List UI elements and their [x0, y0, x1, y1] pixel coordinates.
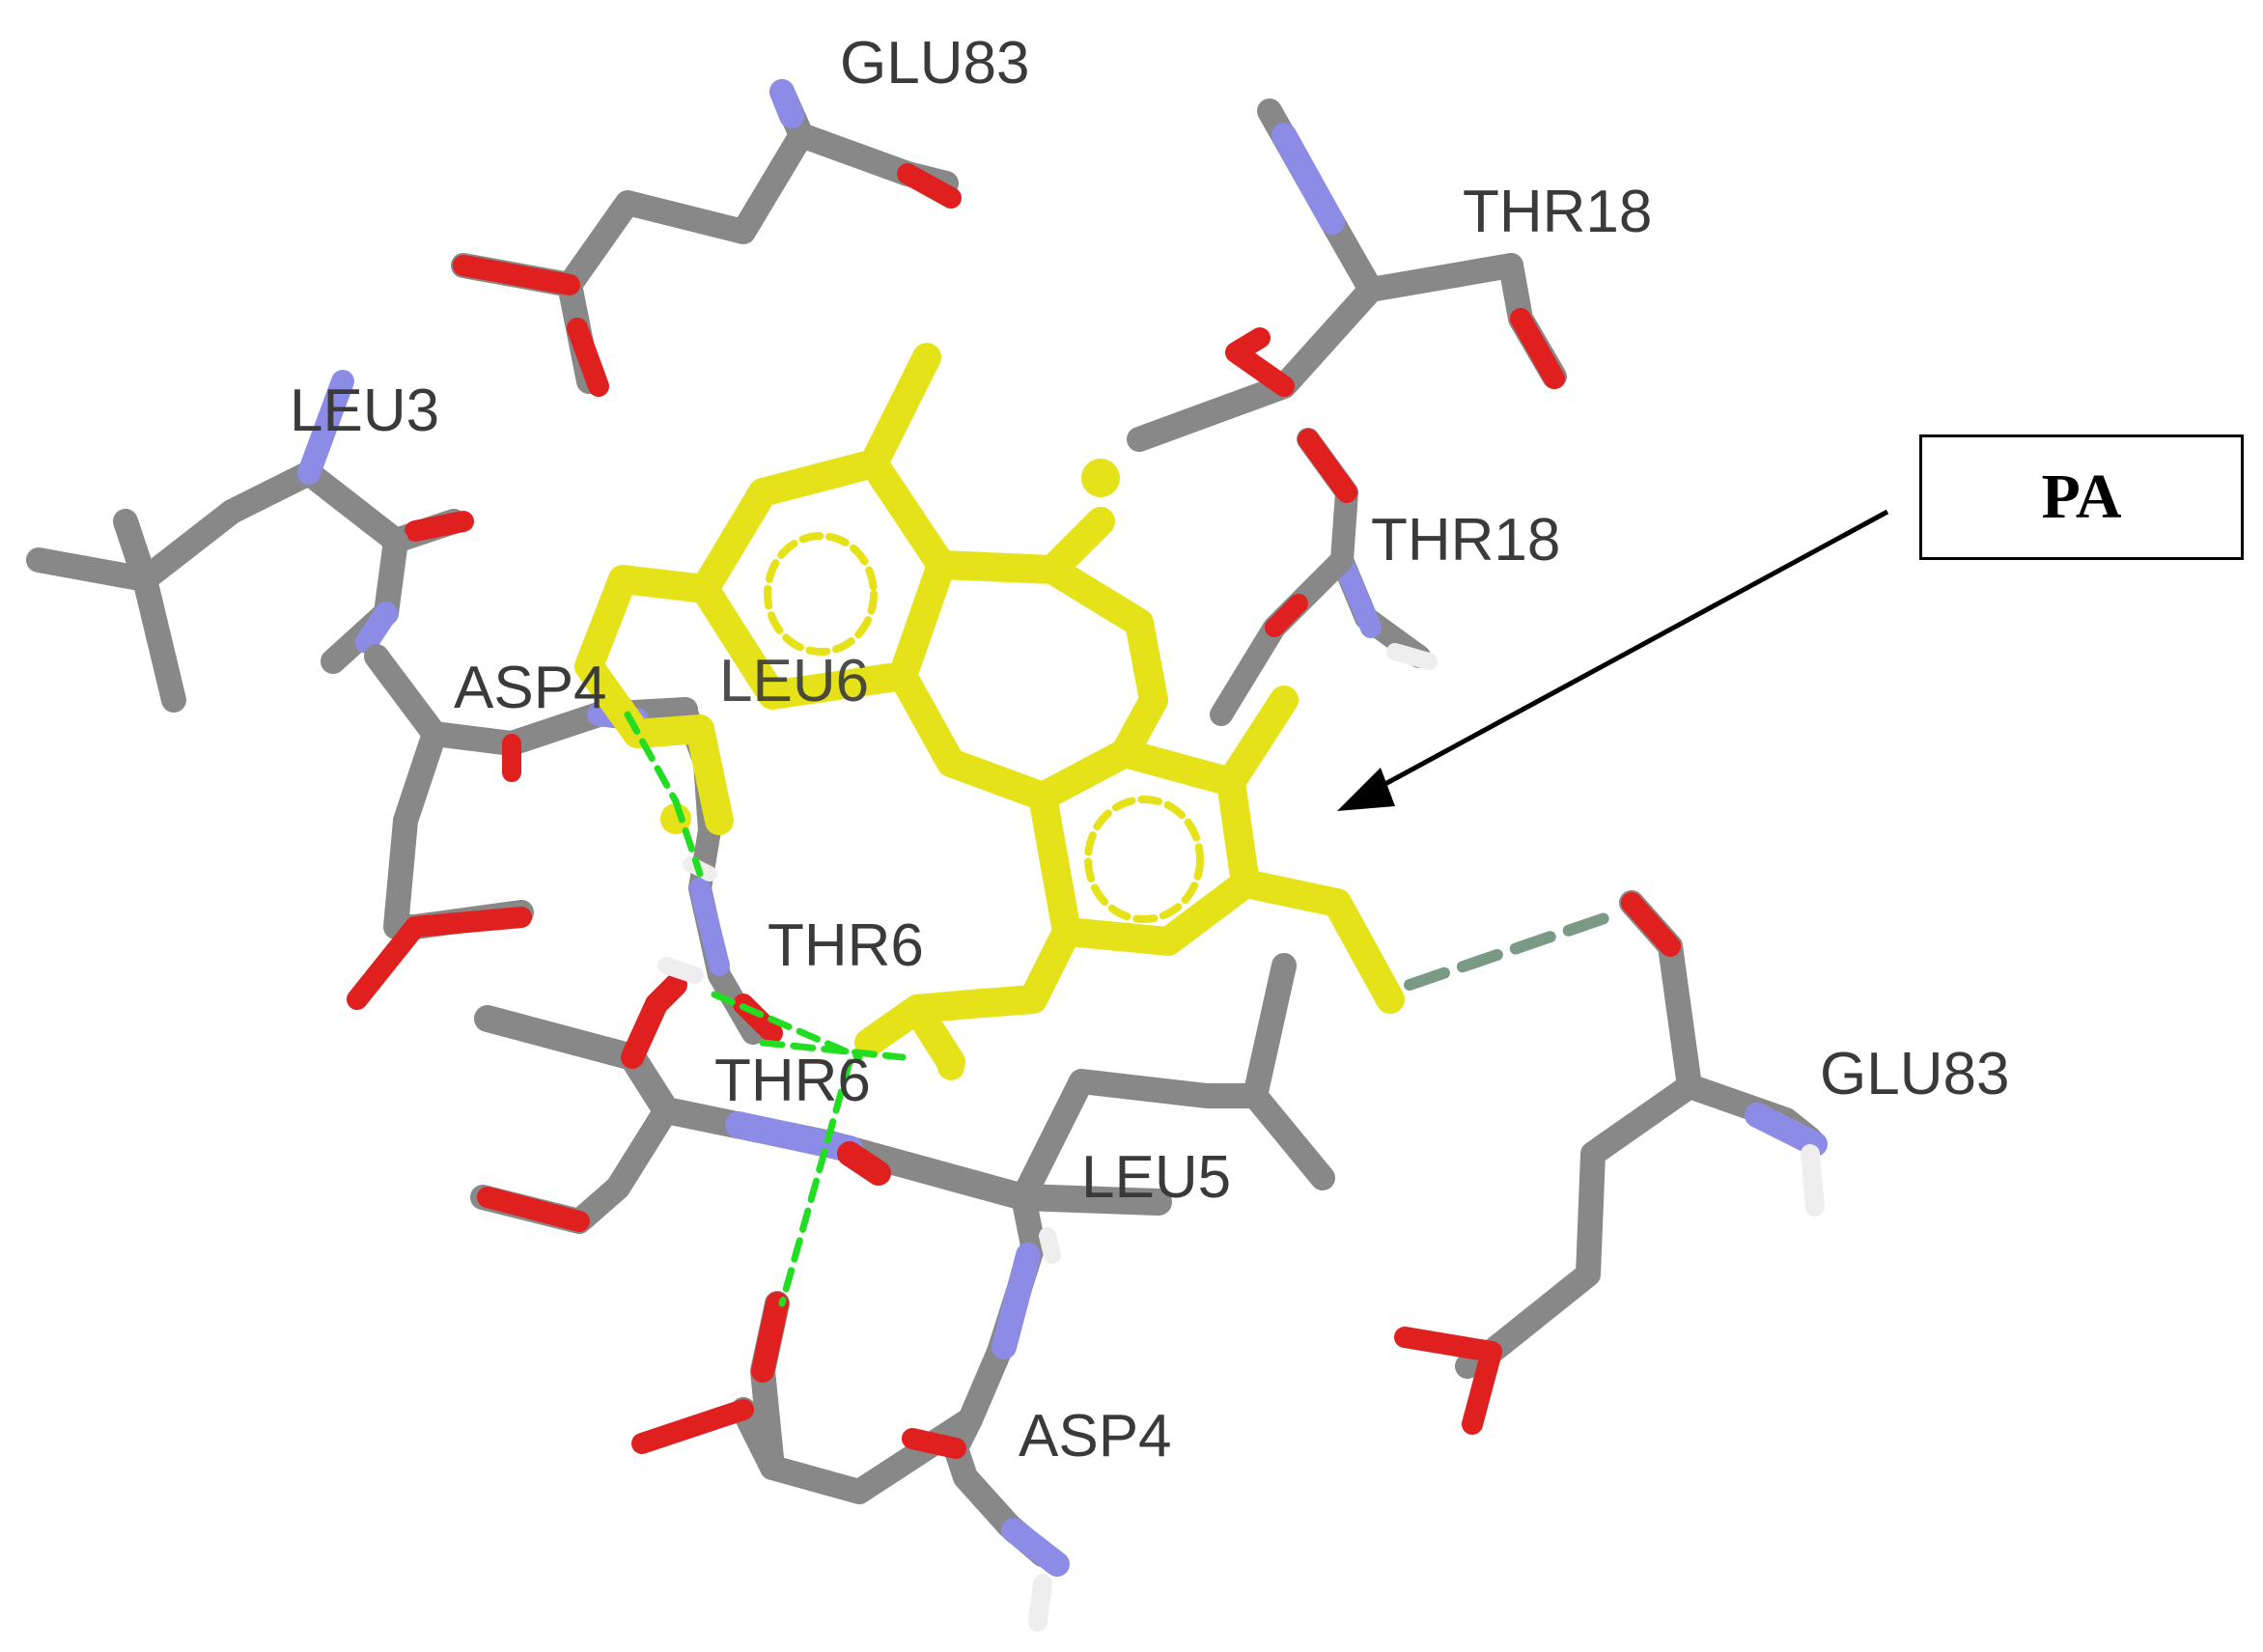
- residue-glu83-top: [451, 79, 962, 397]
- ligand-pa: [574, 343, 1405, 1080]
- residue-thr18-top: [1127, 98, 1567, 452]
- residue-leu3: [26, 370, 474, 713]
- label-leu5: LEU5: [1081, 1144, 1231, 1211]
- residue-leu5: [958, 953, 1335, 1432]
- label-thr18-mid: THR18: [1371, 507, 1560, 574]
- residue-thr6: [470, 957, 1172, 1234]
- callout-label: PA: [2041, 462, 2122, 532]
- label-thr18-top: THR18: [1463, 179, 1652, 245]
- label-asp4-upper: ASP4: [454, 655, 607, 721]
- interactions: [624, 711, 1613, 1307]
- residue-thr18-mid: [1210, 428, 1438, 726]
- callout-box: PA: [1919, 434, 2244, 560]
- label-leu6: LEU6: [719, 648, 869, 714]
- residue-asp4-lower: [631, 1291, 1070, 1632]
- hydrogen-bond-lines: [624, 711, 907, 1307]
- label-thr6-lower: THR6: [714, 1048, 871, 1114]
- label-asp4-lower: ASP4: [1019, 1403, 1172, 1470]
- label-leu3: LEU3: [290, 378, 439, 444]
- label-glu83-right: GLU83: [1820, 1041, 2009, 1107]
- hydrophobic-contact-line: [1404, 911, 1613, 991]
- callout-arrow: [1337, 509, 1889, 811]
- residue-glu83-right: [1394, 890, 1828, 1435]
- label-glu83-top: GLU83: [840, 30, 1029, 97]
- label-thr6-upper: THR6: [768, 912, 924, 979]
